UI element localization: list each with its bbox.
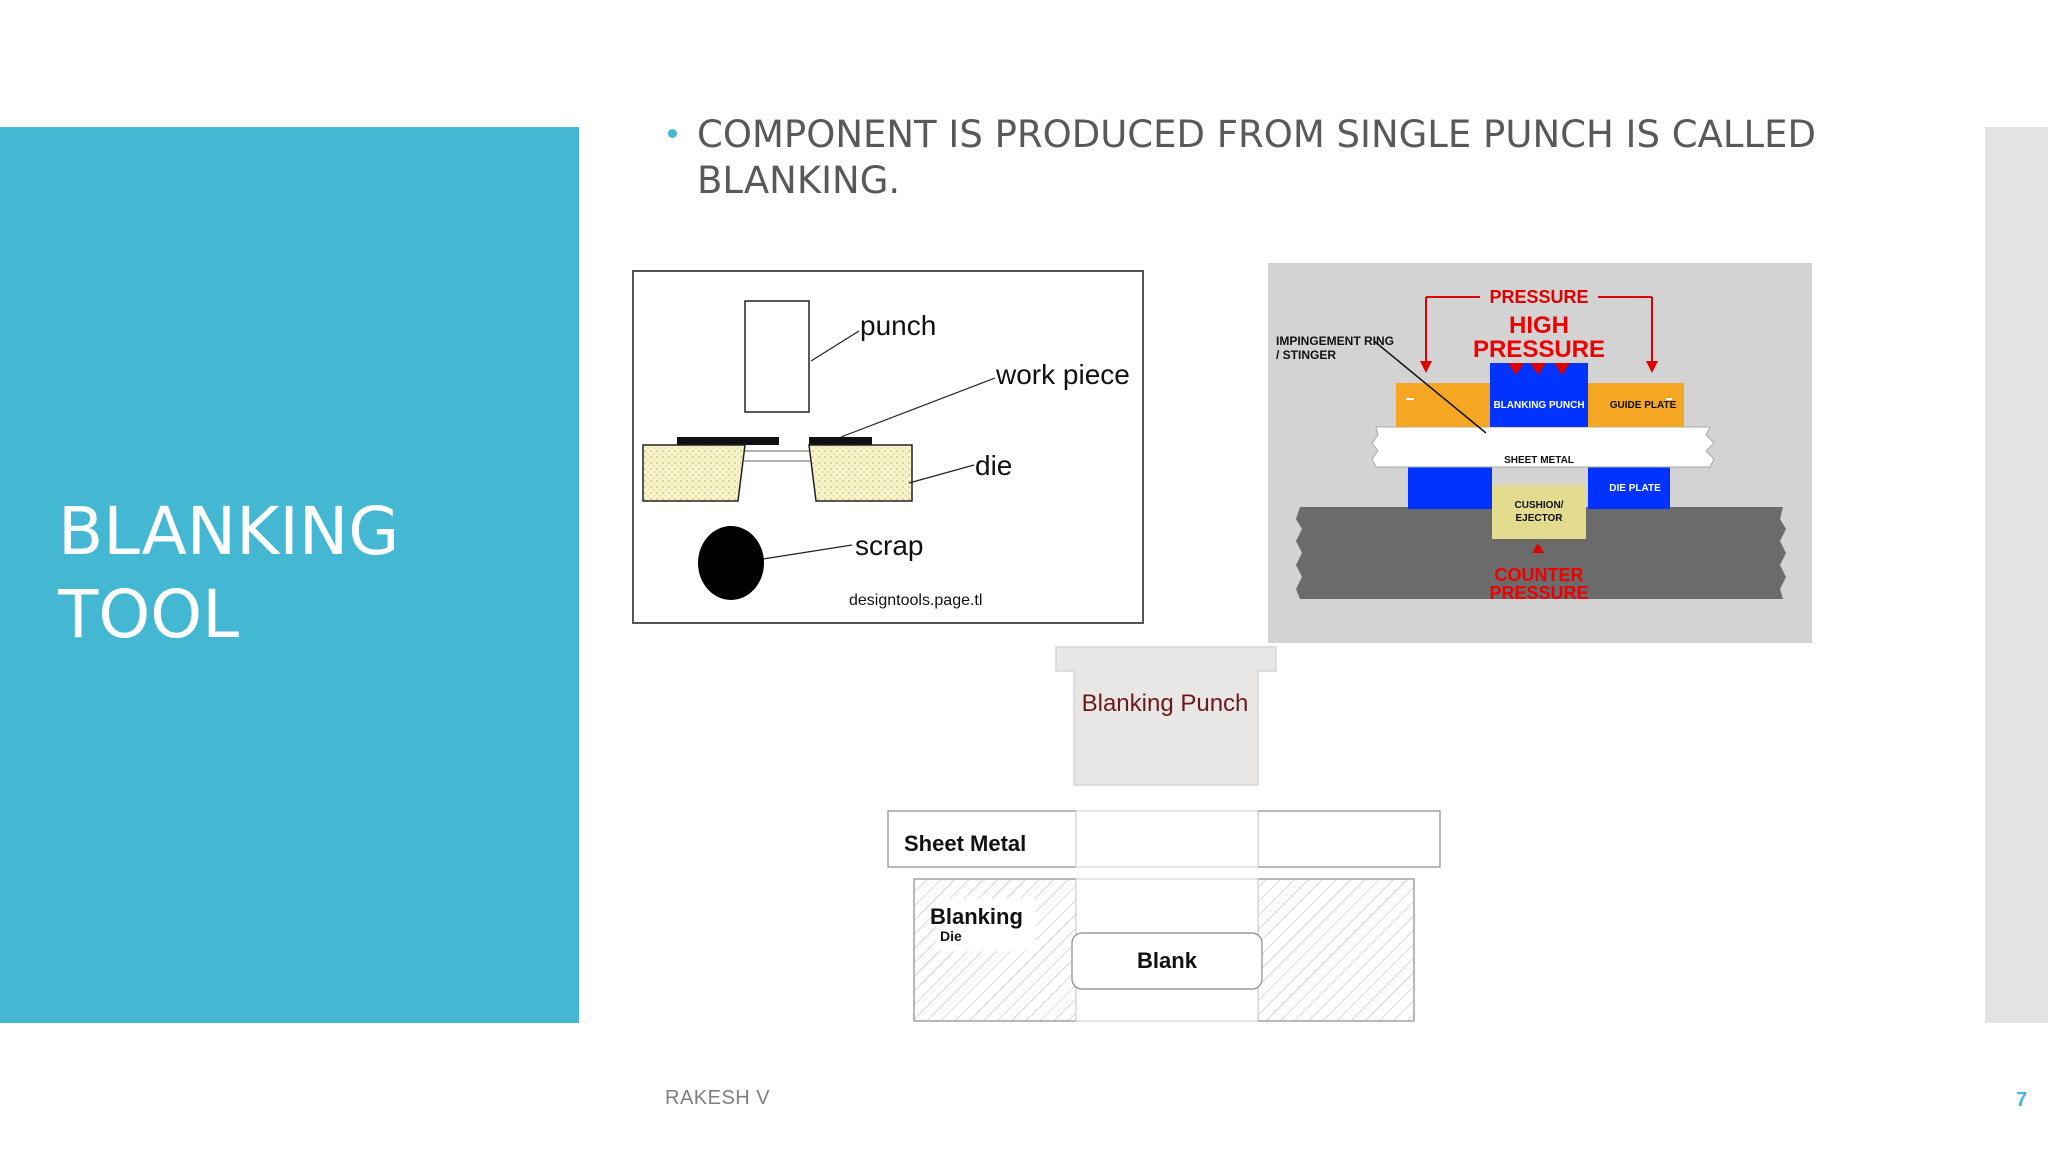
page-number: 7 [2016,1089,2028,1111]
die-plate-left [1408,467,1492,509]
sheet-metal [1371,426,1715,468]
sheet-metal-label: Sheet Metal [904,831,1026,856]
high-pressure-label-1: HIGH [1509,312,1569,339]
cushion-ejector [1492,485,1586,539]
sheet-metal-left [887,810,1077,868]
cushion-label-2: EJECTOR [1515,513,1563,524]
die-shape-right [808,444,913,502]
right-decor-bar [1985,127,2048,1023]
blanking-punch-label: Blanking Punch [1082,690,1249,717]
bullet-icon [668,129,677,138]
cushion-label-1: CUSHION/ [1515,500,1564,511]
die-shape-left [642,444,746,502]
sheet-metal-label: SHEET METAL [1504,455,1574,466]
guide-plate-label: GUIDE PLATE [1610,400,1677,411]
blanking-diagram-simple: punch work piece die scrap designtools.p… [632,270,1144,624]
credit-text: designtools.page.tl [849,592,982,609]
die-plate-right [1588,467,1670,509]
die-plate-label: DIE PLATE [1609,483,1661,494]
blanking-punch-label: BLANKING PUNCH [1493,400,1584,411]
blank-shape [1071,932,1263,990]
blanking-punch [1490,363,1588,427]
high-pressure-diagram: PRESSURE HIGH PRESSURE IMPINGEMENT RING … [1268,263,1812,643]
scrap-shape [698,526,764,600]
label-punch: punch [860,310,936,341]
sheet-metal-right [1257,810,1441,868]
punch-shape [744,300,810,413]
footer-author: RAKESH V [665,1087,771,1109]
impingement-label-2: / STINGER [1276,348,1336,362]
guide-plate-right [1586,383,1684,427]
bullet-text: COMPONENT IS PRODUCED FROM SINGLE PUNCH … [697,113,1816,202]
counter-pressure-label-1: COUNTER [1495,565,1584,585]
title-panel [0,127,579,1023]
blanking-sequence-diagram: Blanking Punch Sheet Metal Blanking Die … [887,646,1441,1022]
label-work-piece: work piece [995,359,1130,390]
high-pressure-label-2: PRESSURE [1473,336,1605,363]
blanking-die-right [1257,878,1415,1022]
die-label: Die [940,928,962,944]
impingement-label-1: IMPINGEMENT RING [1276,334,1394,348]
blanking-punch-shape [1055,646,1277,786]
blank-label: Blank [1137,948,1198,973]
blanking-die-label: Blanking [930,904,1023,929]
pressure-label: PRESSURE [1489,287,1588,307]
counter-pressure-label-2: PRESSURE [1489,583,1588,603]
guide-plate-left [1396,383,1492,427]
label-scrap: scrap [855,530,923,561]
label-die: die [975,450,1012,481]
